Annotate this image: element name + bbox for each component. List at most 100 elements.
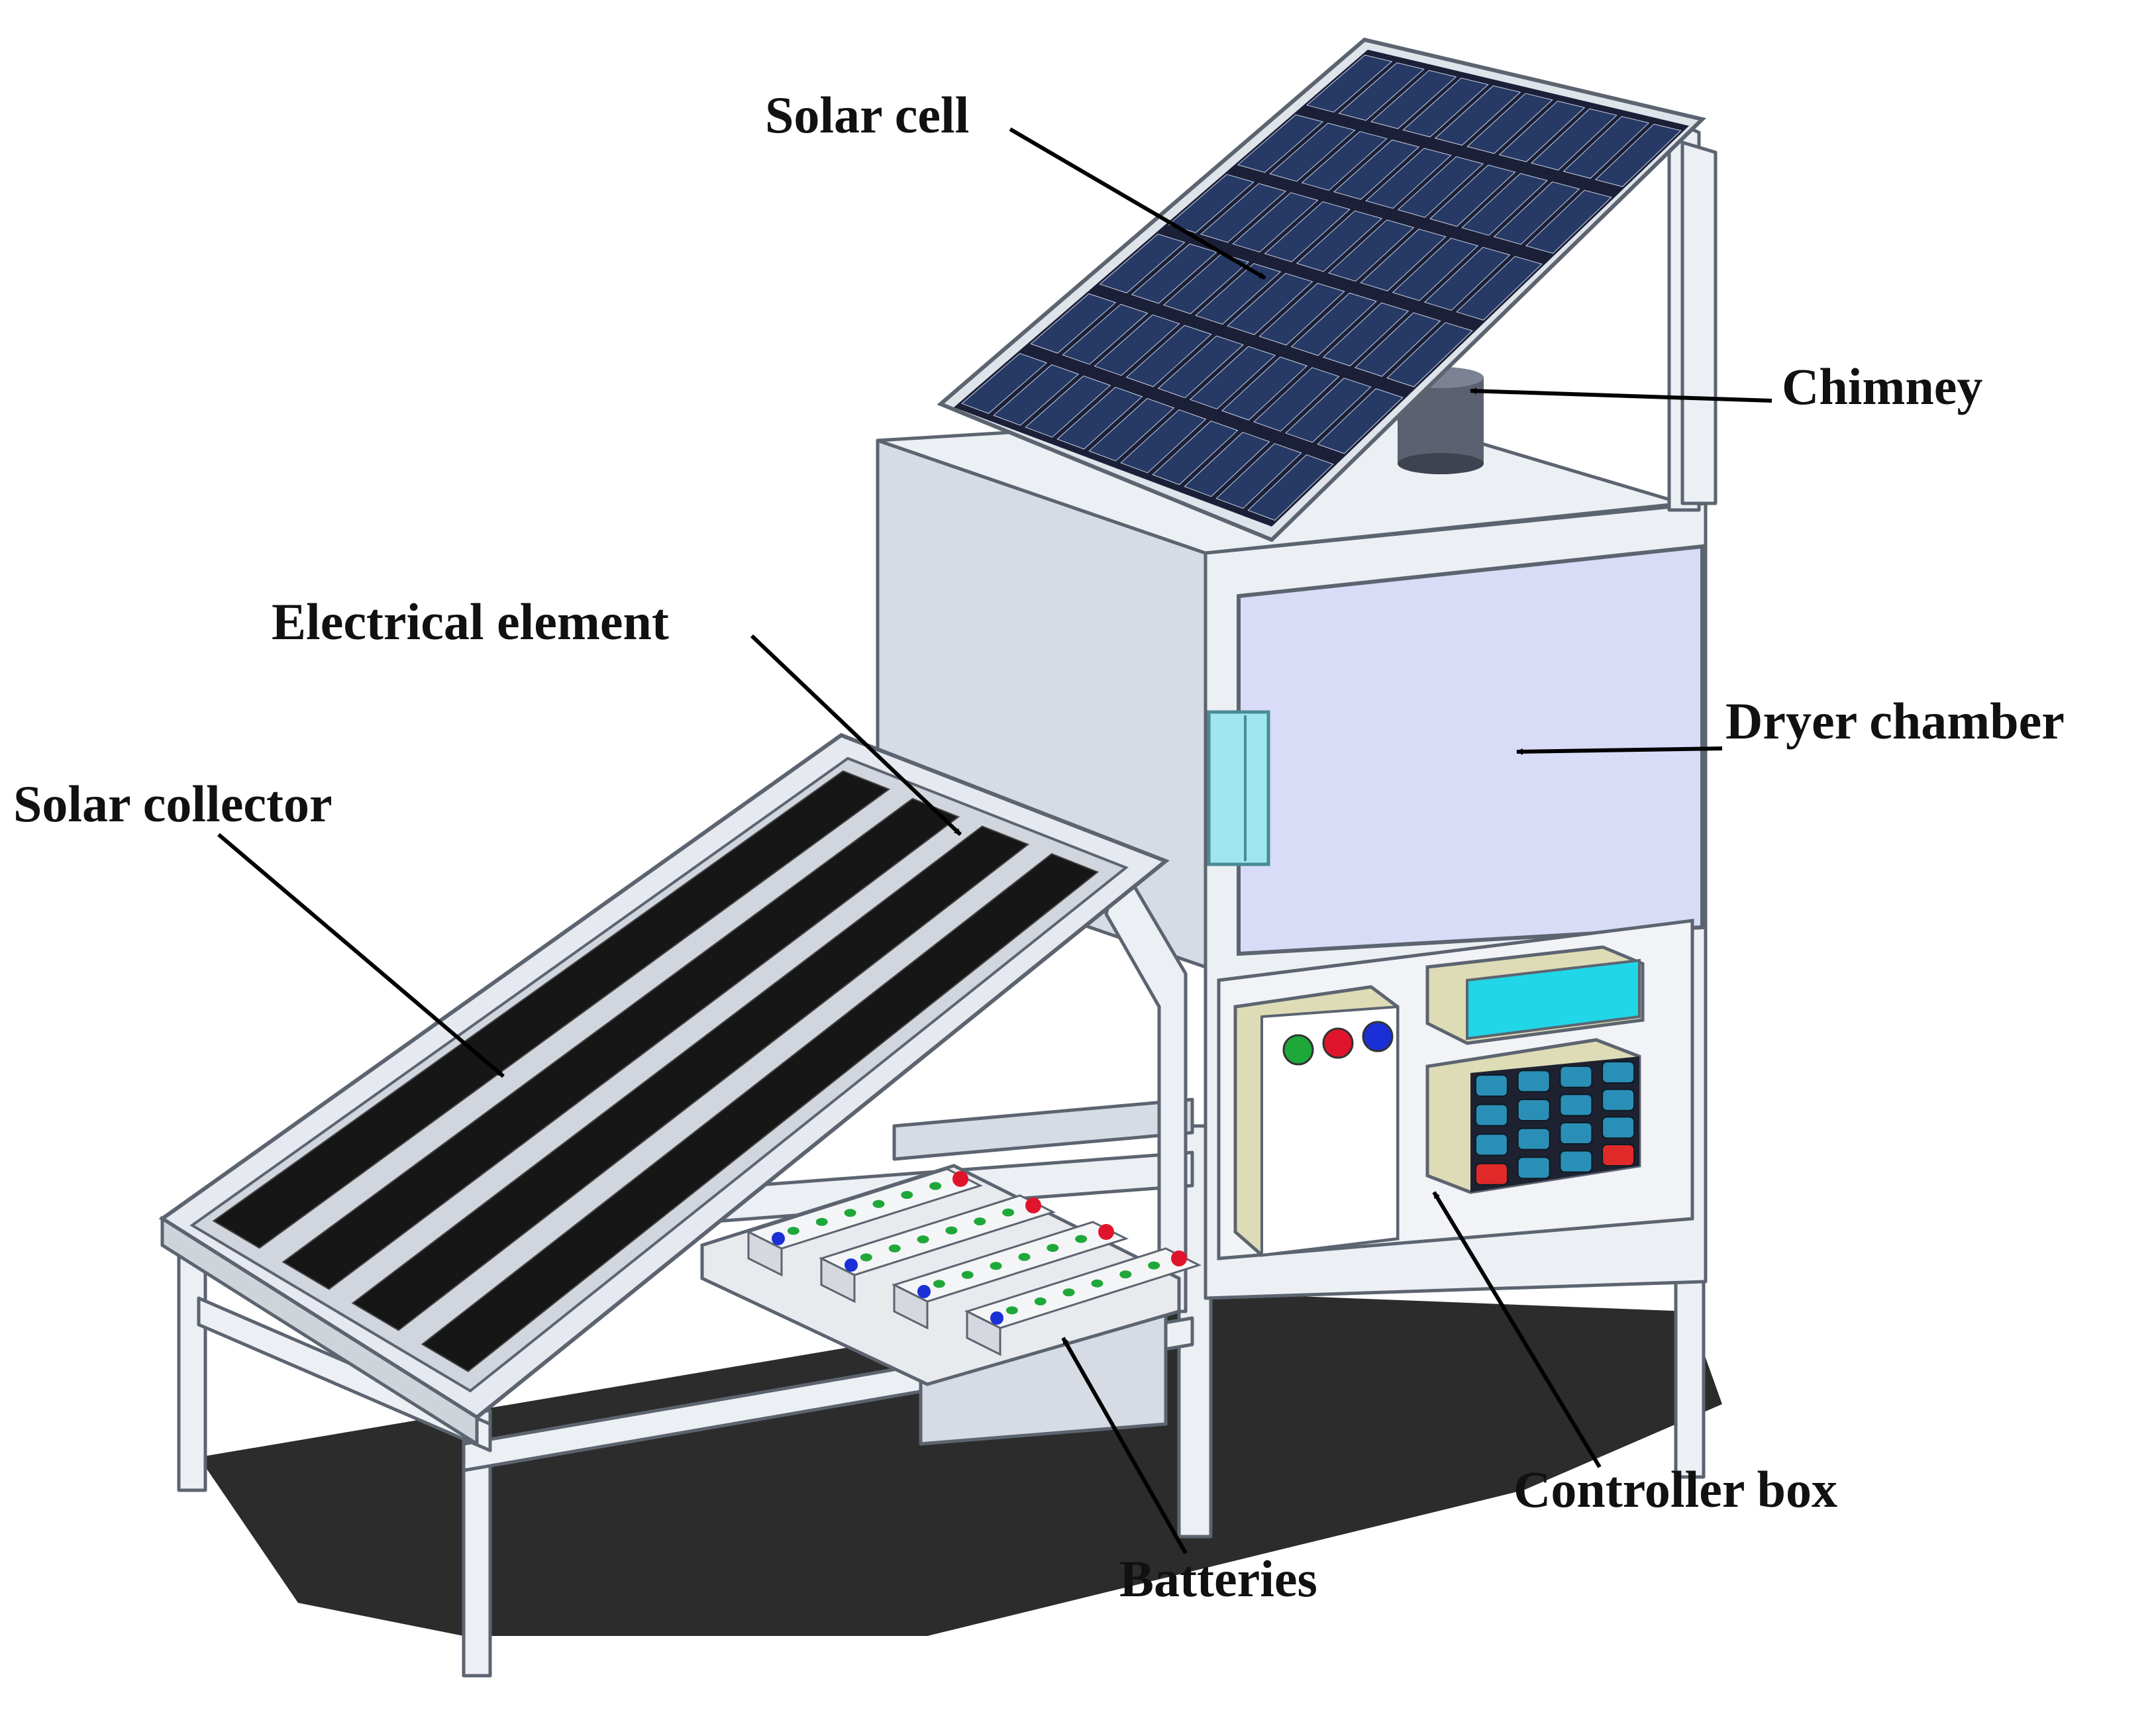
- pv-cell: [1152, 421, 1239, 485]
- pv-cell: [1184, 432, 1270, 497]
- door-hinge: [1207, 710, 1270, 866]
- keypad-key: [1517, 1070, 1551, 1093]
- pv-cell: [1215, 443, 1302, 509]
- keypad-key: [1559, 1122, 1593, 1145]
- pv-cell: [1094, 314, 1180, 376]
- ground-shadow: [199, 1292, 1722, 1636]
- pv-cell: [1062, 303, 1149, 365]
- keypad-key: [1559, 1094, 1593, 1117]
- solar-panel: [937, 37, 1707, 542]
- pv-cell: [1296, 210, 1383, 272]
- keypad-key: [1474, 1133, 1508, 1156]
- label-batteries: Batteries: [1119, 1550, 1317, 1607]
- battery-cell-cap: [917, 1235, 929, 1244]
- pv-cell: [1264, 201, 1351, 262]
- battery-terminal-positive: [1098, 1224, 1114, 1240]
- battery-cell-cap: [901, 1191, 913, 1199]
- battery-cell-cap: [872, 1199, 885, 1208]
- collector-absorber-strip: [282, 797, 960, 1290]
- pv-cell: [1221, 356, 1308, 421]
- pv-cell: [1338, 62, 1425, 121]
- pv-cell: [1423, 246, 1511, 311]
- controller-compartment: [1217, 919, 1694, 1260]
- battery-cell-cap: [815, 1217, 828, 1226]
- battery-cell-cap: [1075, 1235, 1088, 1243]
- leader-solar-collector: [217, 833, 505, 1078]
- keypad-key: [1517, 1156, 1551, 1180]
- battery: [964, 1247, 1202, 1356]
- pv-cell: [1386, 322, 1473, 387]
- pv-cell: [1327, 219, 1415, 282]
- pv-cell: [1392, 238, 1479, 301]
- keypad-key: [1559, 1150, 1593, 1173]
- keypad-key: [1602, 1144, 1635, 1167]
- battery-terminal-positive: [1025, 1197, 1041, 1213]
- label-dryer-chamber: Dryer chamber: [1725, 692, 2065, 750]
- battery-cell-cap: [1018, 1252, 1031, 1261]
- battery-cell-cap: [961, 1270, 974, 1279]
- battery-cell-cap: [844, 1209, 856, 1217]
- pv-cell: [1402, 77, 1489, 138]
- leader-solar-cell: [1009, 127, 1266, 280]
- battery-cell-cap: [1091, 1279, 1104, 1288]
- collector-absorber-strip: [351, 825, 1030, 1331]
- pv-cell: [1285, 378, 1372, 443]
- battery-terminal-negative: [917, 1285, 931, 1298]
- pv-cell: [1530, 108, 1617, 171]
- pv-cell: [1162, 253, 1250, 315]
- leader-electrical-element: [750, 634, 962, 837]
- keypad-key: [1602, 1116, 1635, 1139]
- pv-cell: [1322, 302, 1410, 367]
- battery-cell-cap: [860, 1253, 872, 1262]
- indicator-led-red: [1322, 1027, 1354, 1059]
- battery-cell-cap: [1005, 1306, 1018, 1315]
- label-solar-cell: Solar cell: [765, 86, 969, 144]
- dryer-door: [1207, 544, 1704, 956]
- pv-cell: [1466, 93, 1553, 154]
- battery-cell-cap: [990, 1262, 1002, 1270]
- battery-cell-cap: [1034, 1297, 1047, 1305]
- collector-absorber-strip: [421, 852, 1100, 1372]
- pv-cell: [1025, 375, 1111, 438]
- label-controller-box: Controller box: [1514, 1460, 1837, 1518]
- collector-absorber-strip: [212, 770, 891, 1249]
- keypad-key: [1602, 1060, 1635, 1084]
- battery-cell-cap: [929, 1182, 942, 1190]
- leader-dryer-chamber: [1516, 746, 1723, 755]
- keypad-key: [1517, 1127, 1551, 1150]
- pv-cell: [1056, 387, 1143, 450]
- pv-cell: [1200, 183, 1287, 243]
- pv-cell: [1157, 335, 1244, 399]
- indicator-led-blue: [1362, 1021, 1394, 1052]
- pv-cell: [1563, 116, 1650, 179]
- pv-cell: [1030, 293, 1117, 354]
- label-chimney: Chimney: [1782, 358, 1982, 415]
- keypad-key: [1602, 1088, 1635, 1111]
- pv-cell: [1253, 367, 1340, 432]
- leader-batteries: [1061, 1337, 1188, 1554]
- indicator-led-green: [1282, 1034, 1314, 1066]
- keypad-key: [1474, 1074, 1508, 1097]
- pv-cell: [1429, 164, 1516, 227]
- pv-cell: [993, 364, 1080, 426]
- leader-controller-box: [1432, 1191, 1602, 1468]
- pv-cell: [1498, 101, 1586, 162]
- battery-cell-cap: [933, 1280, 945, 1288]
- pv-cell: [1365, 148, 1452, 209]
- pv-cell: [1434, 85, 1521, 146]
- battery-cell-cap: [1119, 1270, 1132, 1279]
- pv-cell: [1525, 189, 1612, 254]
- battery-cell-cap: [1047, 1244, 1059, 1252]
- pv-cell: [1461, 173, 1548, 236]
- pv-cell: [1227, 273, 1313, 335]
- battery-cell-cap: [1062, 1288, 1075, 1297]
- pv-cell: [1456, 256, 1543, 321]
- pv-cell: [1317, 388, 1404, 454]
- battery-cell-cap: [974, 1217, 986, 1226]
- pv-cell: [1247, 454, 1334, 521]
- battery-cell-cap: [945, 1226, 958, 1235]
- battery-cell-cap: [888, 1244, 901, 1252]
- keypad: [1474, 1060, 1635, 1186]
- battery-terminal-negative: [772, 1232, 785, 1245]
